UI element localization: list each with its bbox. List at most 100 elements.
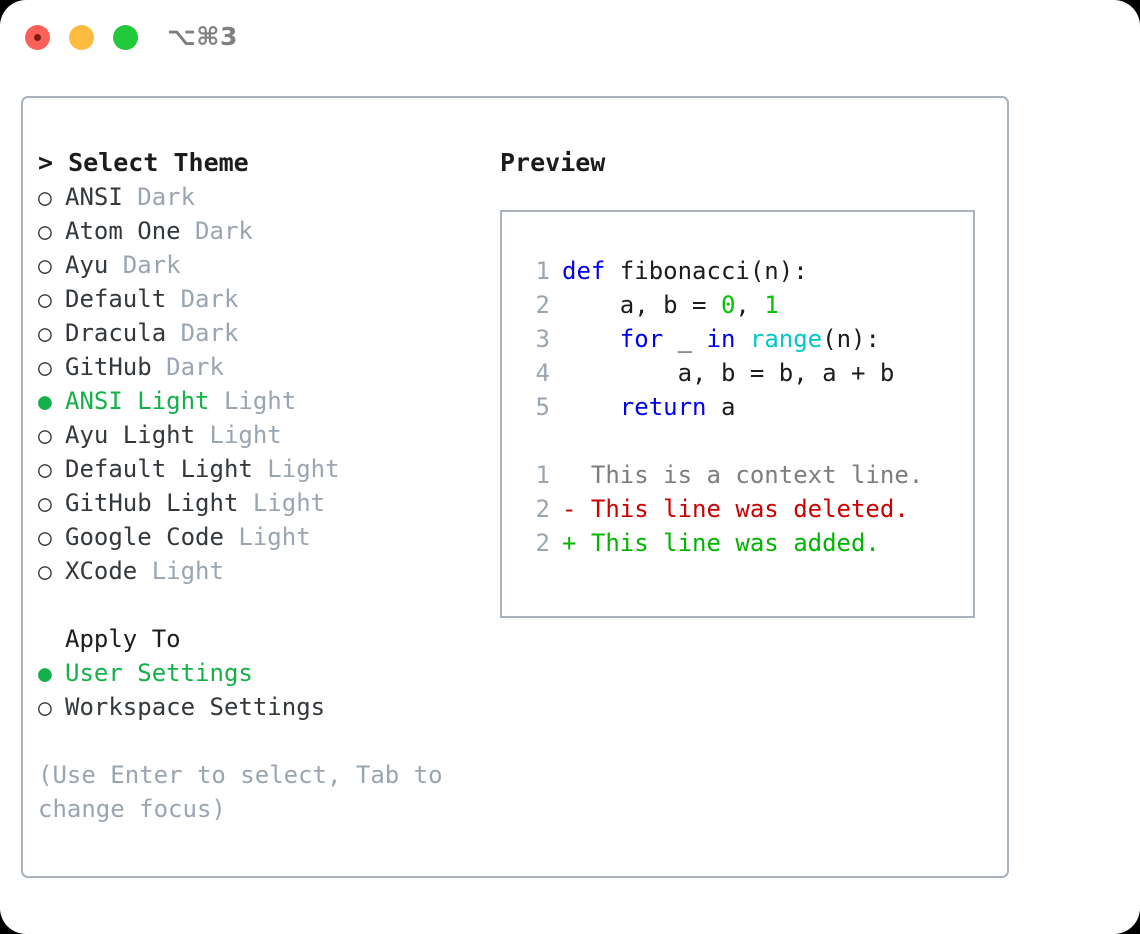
token-pl: a, b = b, a + b [562, 359, 895, 387]
keyboard-shortcut-label: ⌥⌘3 [167, 22, 238, 51]
radio-selected-icon: ● [38, 389, 52, 415]
radio-unselected-icon: ○ [38, 219, 52, 245]
code-line: 4 a, b = b, a + b [520, 356, 973, 390]
diff-text: + This line was added. [562, 526, 880, 560]
theme-option-meta: Dark [166, 319, 239, 347]
token-kw: return [619, 393, 707, 421]
preview-header: Preview [500, 148, 606, 177]
radio-unselected-icon: ○ [38, 695, 52, 721]
radio-unselected-icon: ○ [38, 559, 52, 585]
theme-option-7[interactable]: ○ Ayu Light Light [38, 418, 498, 452]
theme-list[interactable]: ○ANSI Dark○Atom One Dark○Ayu Dark○Defaul… [38, 180, 498, 588]
apply-to-header: Apply To [65, 625, 181, 653]
apply-to-option-1[interactable]: ○ Workspace Settings [38, 690, 498, 724]
diff-sample: 1 This is a context line.2- This line wa… [520, 458, 973, 560]
radio-unselected-icon: ○ [38, 355, 52, 381]
token-num: 1 [764, 291, 779, 319]
radio-unselected-icon: ○ [38, 457, 52, 483]
code-line: 5 return a [520, 390, 973, 424]
theme-option-meta: Light [209, 387, 297, 415]
theme-option-8[interactable]: ○ Default Light Light [38, 452, 498, 486]
token-kw: def [562, 257, 606, 285]
token-num: 0 [720, 291, 736, 319]
theme-option-meta: Dark [108, 251, 181, 279]
token-pl: a [706, 393, 736, 421]
theme-option-label: Atom One [65, 217, 181, 245]
select-theme-header: > Select Theme [38, 148, 249, 177]
token-pl: a, b = [562, 291, 721, 319]
line-number: 2 [535, 291, 550, 319]
token-pl: fibonacci(n): [605, 257, 808, 285]
token-del: - This line was deleted. [562, 495, 909, 523]
line-number: 2 [535, 529, 550, 557]
theme-option-meta: Dark [122, 183, 196, 211]
theme-option-label: ANSI [65, 183, 123, 211]
theme-option-label: Ayu Light [65, 421, 196, 449]
window-controls [25, 25, 138, 50]
radio-selected-icon: ● [38, 661, 52, 687]
apply-to-list[interactable]: ●User Settings ○ Workspace Settings [38, 656, 498, 724]
token-pl: (n): [822, 325, 880, 353]
theme-option-meta: Dark [166, 285, 239, 313]
diff-text: This is a context line. [562, 458, 923, 492]
minimize-button[interactable] [69, 25, 94, 50]
window-titlebar: ⌥⌘3 [0, 0, 1140, 78]
keyboard-hint: (Use Enter to select, Tab to change focu… [38, 761, 443, 823]
theme-option-11[interactable]: ○XCode Light [38, 554, 498, 588]
theme-option-9[interactable]: ○GitHub Light Light [38, 486, 498, 520]
code-text: a, b = 0, 1 [562, 288, 779, 322]
radio-unselected-icon: ○ [38, 185, 52, 211]
code-diff-spacer [520, 424, 973, 458]
code-text: return a [562, 390, 736, 424]
token-pl [562, 393, 620, 421]
token-pl: _ [663, 325, 707, 353]
theme-option-label: ANSI Light [65, 387, 210, 415]
theme-option-meta: Light [195, 421, 282, 449]
zoom-button[interactable] [113, 25, 138, 50]
main-panel: > Select Theme ○ANSI Dark○Atom One Dark○… [21, 96, 1009, 878]
theme-option-10[interactable]: ○Google Code Light [38, 520, 498, 554]
theme-option-label: Default [65, 285, 167, 313]
code-line: 2 a, b = 0, 1 [520, 288, 973, 322]
code-text: a, b = b, a + b [562, 356, 895, 390]
theme-option-label: GitHub [65, 353, 152, 381]
line-number: 4 [535, 359, 550, 387]
theme-option-4[interactable]: ○Dracula Dark [38, 316, 498, 350]
close-button[interactable] [25, 25, 50, 50]
diff-line: 2 + This line was added. [520, 526, 973, 560]
token-kw: for [619, 325, 664, 353]
apply-to-option-label: Workspace Settings [65, 693, 326, 721]
theme-option-meta: Light [137, 557, 224, 585]
theme-option-label: Ayu [65, 251, 109, 279]
token-fn: range [749, 325, 823, 353]
theme-option-1[interactable]: ○ Atom One Dark [38, 214, 498, 248]
token-pl [562, 325, 620, 353]
theme-option-label: Dracula [65, 319, 167, 347]
line-number: 2 [535, 495, 550, 523]
diff-line: 2 - This line was deleted. [520, 492, 973, 526]
theme-picker-column: > Select Theme ○ANSI Dark○Atom One Dark○… [38, 146, 498, 826]
theme-option-3[interactable]: ○Default Dark [38, 282, 498, 316]
theme-option-meta: Light [238, 489, 326, 517]
token-ctx: This is a context line. [562, 461, 924, 489]
theme-option-0[interactable]: ○ ANSI Dark [38, 180, 498, 214]
theme-option-2[interactable]: ○ Ayu Dark [38, 248, 498, 282]
apply-to-option-0[interactable]: ●User Settings [38, 656, 498, 690]
code-text: for _ in range(n): [562, 322, 880, 356]
theme-option-meta: Dark [180, 217, 253, 245]
token-add: + This line was added. [562, 529, 880, 557]
theme-option-label: Default Light [65, 455, 253, 483]
theme-option-label: Google Code [65, 523, 224, 551]
theme-option-meta: Light [252, 455, 340, 483]
theme-option-5[interactable]: ○GitHub Dark [38, 350, 498, 384]
radio-unselected-icon: ○ [38, 423, 52, 449]
theme-option-6[interactable]: ● ANSI Light Light [38, 384, 498, 418]
token-kw: in [706, 325, 736, 353]
code-line: 3 for _ in range(n): [520, 322, 973, 356]
diff-text: - This line was deleted. [562, 492, 909, 526]
radio-unselected-icon: ○ [38, 253, 52, 279]
